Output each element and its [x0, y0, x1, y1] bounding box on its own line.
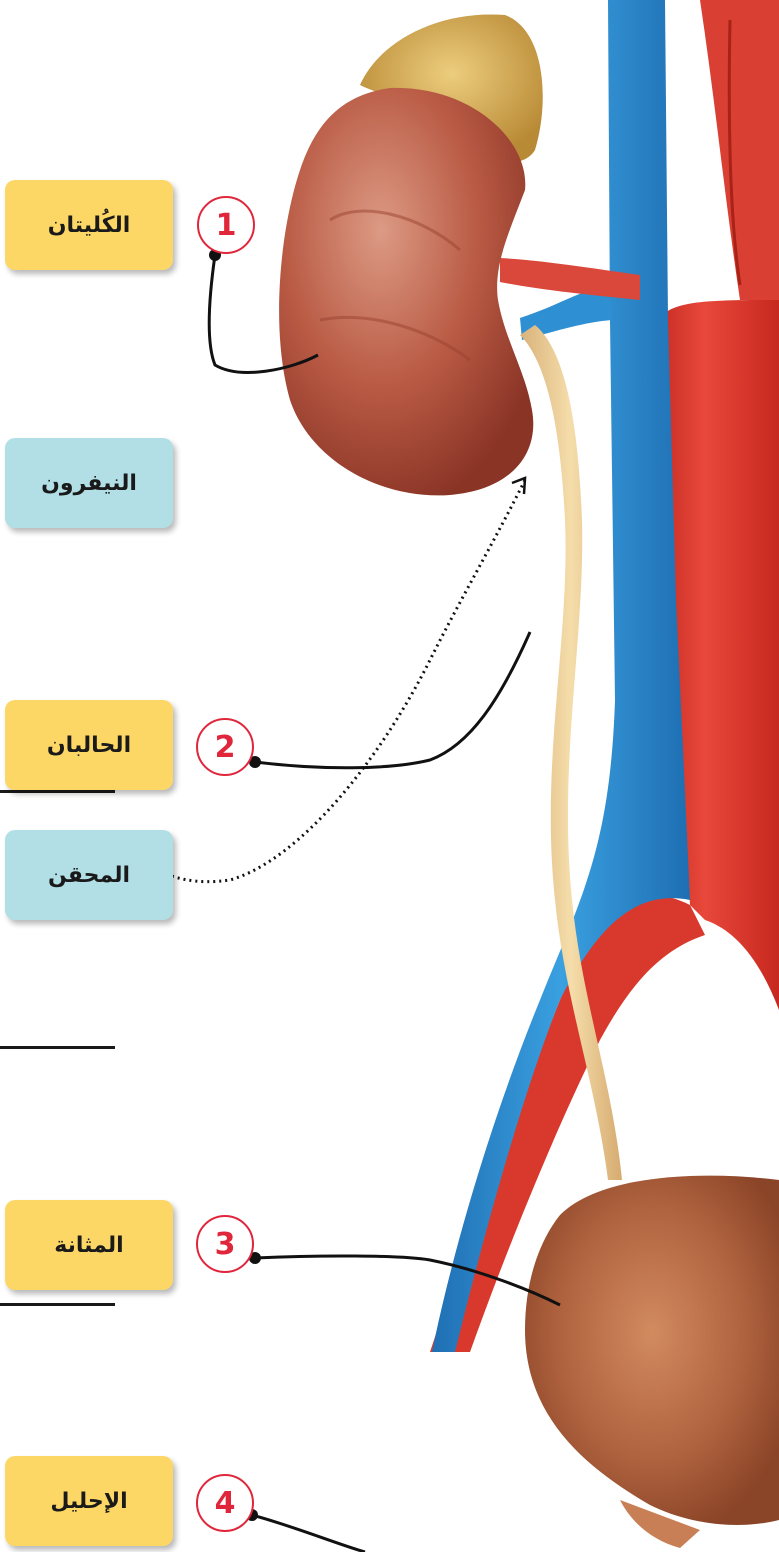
answer-line-1 — [0, 790, 115, 793]
label-nephron[interactable]: النيفرون — [5, 438, 173, 528]
number-badge-3: 3 — [196, 1215, 254, 1273]
label-kidneys[interactable]: الكُليتان — [5, 180, 173, 270]
label-ureters[interactable]: الحالبان — [5, 700, 173, 790]
answer-line-2 — [0, 1046, 115, 1049]
label-urethra[interactable]: الإحليل — [5, 1456, 173, 1546]
kidney — [279, 88, 533, 496]
connector-urethra — [252, 1515, 365, 1552]
connector-injector — [155, 480, 525, 882]
connector-bladder — [255, 1256, 560, 1305]
answer-line-3 — [0, 1303, 115, 1306]
label-injector[interactable]: المحقن — [5, 830, 173, 920]
number-badge-1: 1 — [197, 196, 255, 254]
label-bladder[interactable]: المثانة — [5, 1200, 173, 1290]
bladder — [525, 1176, 779, 1525]
connector-dots — [209, 249, 261, 1521]
connector-ureter — [255, 632, 530, 768]
number-badge-2: 2 — [196, 718, 254, 776]
number-badge-4: 4 — [196, 1474, 254, 1532]
